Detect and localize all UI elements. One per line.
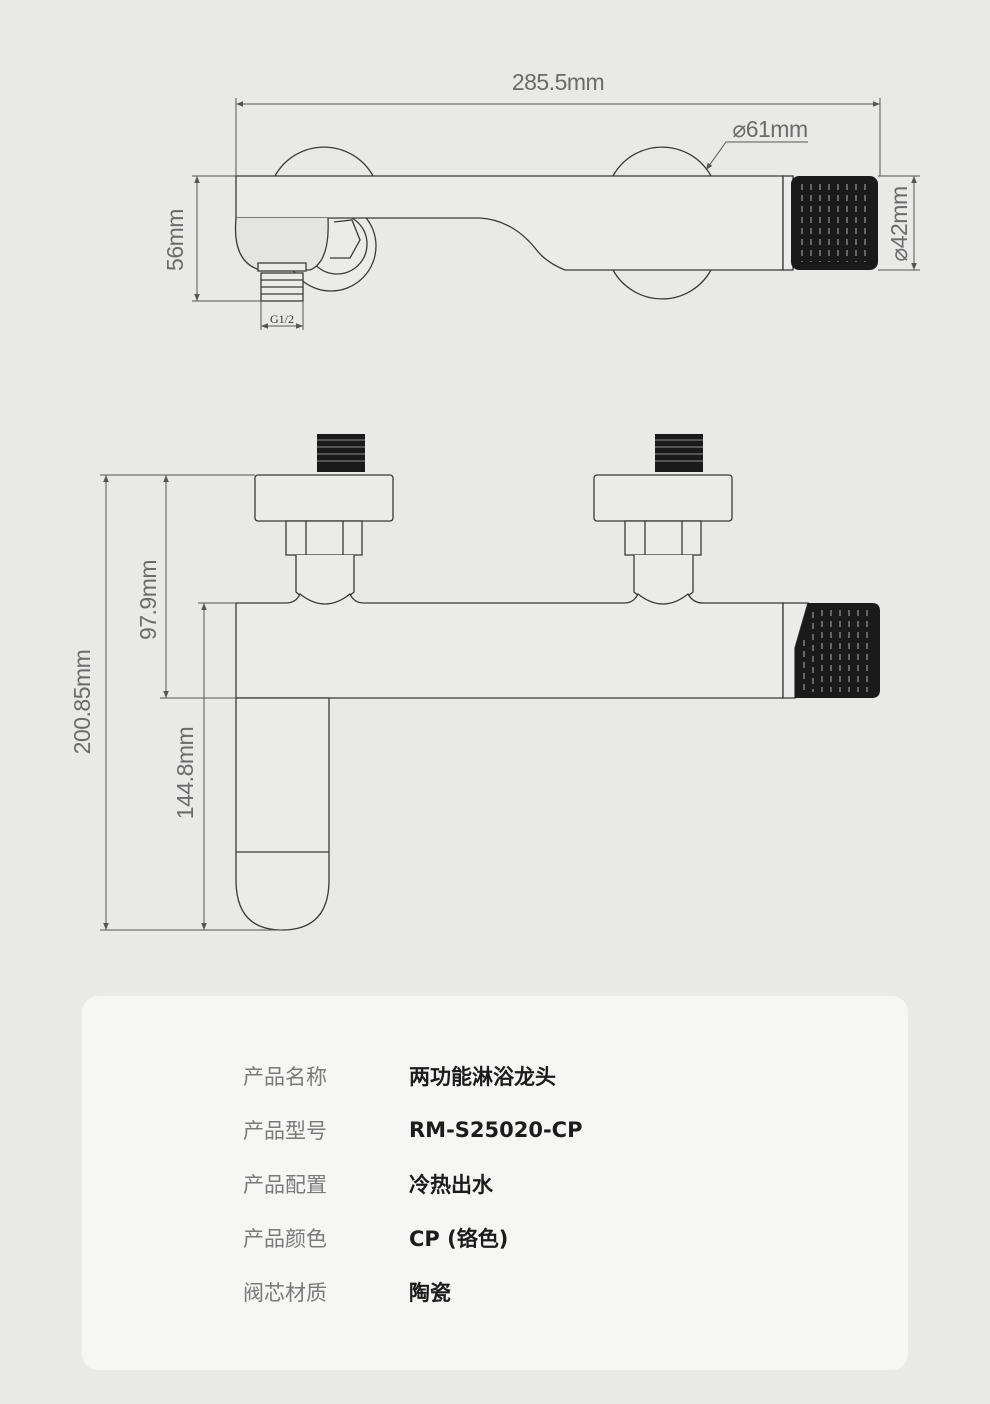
inlet-height-label: 97.9mm — [135, 560, 161, 640]
handle-diameter-label: ⌀42mm — [886, 186, 912, 261]
spec-card: 产品名称 两功能淋浴龙头 产品型号 RM-S25020-CP 产品配置 冷热出水… — [82, 996, 908, 1370]
knurled-handle-top — [791, 176, 878, 270]
spec-value: CP (铬色) — [409, 1227, 509, 1251]
spec-label: 阀芯材质 — [243, 1281, 327, 1305]
spec-value: 两功能淋浴龙头 — [409, 1065, 556, 1089]
spec-value: 陶瓷 — [409, 1281, 451, 1305]
right-inlet — [593, 434, 733, 606]
knurled-handle-front — [795, 603, 880, 698]
spec-row-color: 产品颜色 CP (铬色) — [243, 1223, 508, 1253]
left-inlet — [254, 434, 394, 606]
spec-value: 冷热出水 — [409, 1173, 493, 1197]
spec-row-config: 产品配置 冷热出水 — [243, 1169, 493, 1199]
spec-row-valve: 阀芯材质 陶瓷 — [243, 1277, 451, 1307]
spec-value: RM-S25020-CP — [409, 1118, 583, 1142]
total-height-label: 200.85mm — [69, 650, 95, 755]
total-width-label: 285.5mm — [512, 69, 604, 95]
top-dimensions — [192, 98, 920, 330]
top-height-label: 56mm — [162, 209, 188, 271]
spout-height-label: 144.8mm — [172, 727, 198, 819]
spec-label: 产品型号 — [243, 1119, 327, 1143]
technical-drawing: 285.5mm ⌀61mm 56mm ⌀42mm G1/2 — [69, 69, 920, 931]
spec-label: 产品名称 — [243, 1065, 327, 1089]
spec-row-name: 产品名称 两功能淋浴龙头 — [243, 1061, 556, 1091]
thread-size-label: G1/2 — [270, 312, 294, 326]
spec-label: 产品配置 — [243, 1173, 327, 1197]
flange-diameter-label: ⌀61mm — [732, 116, 807, 142]
spec-label: 产品颜色 — [243, 1227, 327, 1251]
front-view — [235, 434, 809, 931]
front-dimensions — [100, 474, 282, 931]
spec-row-model: 产品型号 RM-S25020-CP — [243, 1115, 583, 1145]
top-view — [234, 146, 794, 302]
